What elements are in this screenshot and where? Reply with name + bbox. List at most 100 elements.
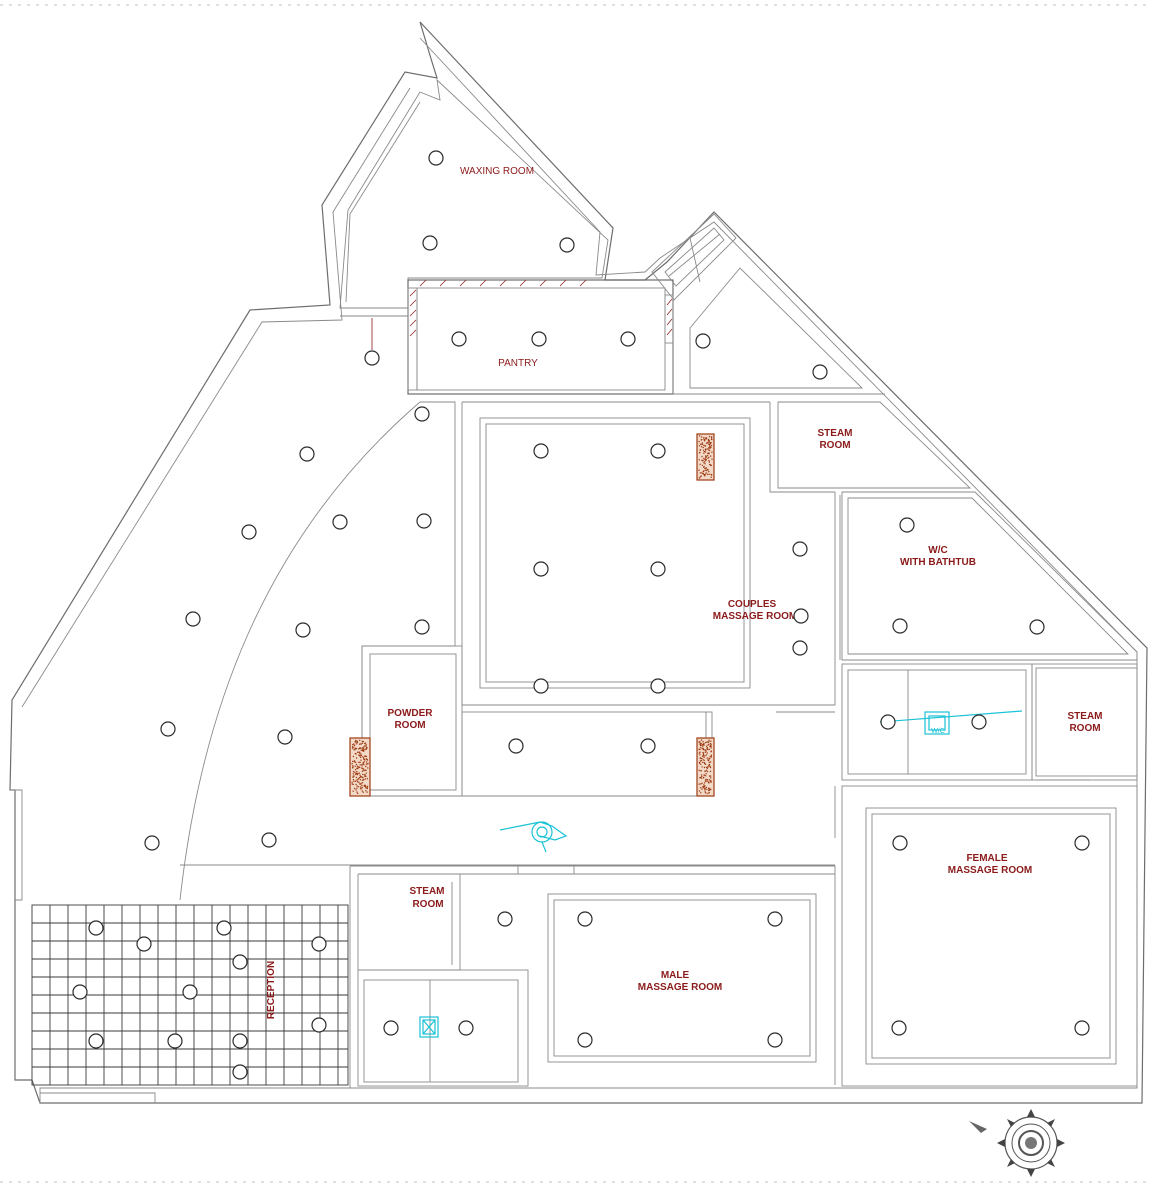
wheelchair-icon [499,821,568,853]
wc-label: W/C [931,728,945,735]
male-room-label-2: MASSAGE ROOM [638,982,722,993]
bottom-block [349,865,836,1088]
circle-downlight-icon [559,237,575,253]
circle-downlight-icon [216,920,232,936]
female-room-label-2: MASSAGE ROOM [948,865,1032,876]
couples-room-label-1: COUPLES [728,599,777,610]
circle-downlight-icon [812,364,828,380]
circle-downlight-icon [277,729,293,745]
circle-downlight-icon [232,954,248,970]
circle-downlight-icon [695,333,711,349]
wc-bottom [357,969,529,1087]
circle-downlight-icon [72,984,88,1000]
circle-downlight-icon [792,640,808,656]
circle-downlight-icon [620,331,636,347]
circle-downlight-icon [533,678,549,694]
steam-room-bottom: STEAM ROOM [357,874,461,971]
circle-downlight-icon [892,618,908,634]
wc-bathtub-label-2: WITH BATHTUB [900,557,976,568]
circle-downlight-icon [261,832,277,848]
circle-downlight-icon [414,406,430,422]
circle-downlight-icon [640,738,656,754]
circle-downlight-icon [531,331,547,347]
male-massage-room: MALE MASSAGE ROOM [547,893,817,1063]
circle-downlight-icon [332,514,348,530]
steam-room-bottom-label-2: ROOM [412,899,443,910]
circle-downlight-icon [767,1032,783,1048]
wc-bathtub: W/C WITH BATHTUB [841,491,1138,661]
upper-right-room [651,213,885,395]
circle-downlight-icon [144,835,160,851]
north-compass-icon [969,1109,1065,1177]
circle-downlight-icon [533,443,549,459]
powder-room: POWDER ROOM [361,645,463,797]
circle-downlight-icon [891,1020,907,1036]
steam-room-right-label-1: STEAM [1068,711,1103,722]
reception-label: RECEPTION [266,961,277,1019]
circle-downlight-icon [167,1033,183,1049]
circle-downlight-icon [241,524,257,540]
waxing-room: WAXING ROOM [339,78,609,350]
circle-downlight-icon [892,835,908,851]
circle-downlight-icon [650,678,666,694]
corridor-room [461,711,713,797]
circle-downlight-icon [1074,1020,1090,1036]
circle-downlight-icon [185,611,201,627]
wc-toilet-icon [924,711,950,735]
circle-downlight-icon [414,619,430,635]
circle-downlight-icon [364,350,380,366]
powder-room-label-2: ROOM [394,720,425,731]
circle-downlight-icon [88,920,104,936]
circle-downlight-icon [1029,619,1045,635]
wc-bathtub-label-1: W/C [928,545,947,556]
circle-downlight-icon [136,936,152,952]
circle-downlight-icon [577,911,593,927]
wc-bottom-toilet-icon [419,1016,439,1038]
circle-downlight-icon [880,714,896,730]
couples-room-label-2: MASSAGE ROOM [713,611,797,622]
circle-downlight-icon [232,1064,248,1080]
steam-room-top-label-2: ROOM [819,440,850,451]
circle-downlight-icon [88,1033,104,1049]
circle-downlight-icon [767,911,783,927]
circle-downlight-icon [182,984,198,1000]
circle-downlight-icon [971,714,987,730]
circle-downlight-icon [458,1020,474,1036]
steam-room-right: STEAM ROOM [1031,663,1138,781]
pantry-label: PANTRY [498,358,538,369]
male-room-label-1: MALE [661,970,690,981]
circle-downlight-icon [451,331,467,347]
decorative-grille-icon [696,433,715,481]
outer-walls [9,21,1148,1104]
steam-room-bottom-label-1: STEAM [410,886,445,897]
circle-downlight-icon [428,150,444,166]
circle-downlight-icon [295,622,311,638]
powder-room-label-1: POWDER [388,708,434,719]
steam-room-top-label-1: STEAM [818,428,853,439]
circle-downlight-icon [311,1017,327,1033]
decorative-grille-icon [696,737,715,797]
circle-downlight-icon [1074,835,1090,851]
female-massage-room: FEMALE MASSAGE ROOM [834,785,1138,1087]
circle-downlight-icon [416,513,432,529]
circle-downlight-icon [650,561,666,577]
circle-downlight-icon [299,446,315,462]
circle-downlight-icon [650,443,666,459]
circle-downlight-icon [383,1020,399,1036]
circle-downlight-icon [533,561,549,577]
light-fixtures [72,150,1090,1080]
reception-tiles [31,904,349,1086]
circle-downlight-icon [160,721,176,737]
circle-downlight-icon [792,541,808,557]
steam-room-right-label-2: ROOM [1069,723,1100,734]
circle-downlight-icon [899,517,915,533]
circle-downlight-icon [232,1033,248,1049]
wc-right: W/C [841,663,1033,781]
female-room-label-1: FEMALE [966,853,1007,864]
circle-downlight-icon [422,235,438,251]
waxing-room-label: WAXING ROOM [460,166,534,177]
grille-group [349,433,715,797]
steam-room-top: STEAM ROOM [769,401,972,493]
decorative-grille-icon [349,737,371,797]
